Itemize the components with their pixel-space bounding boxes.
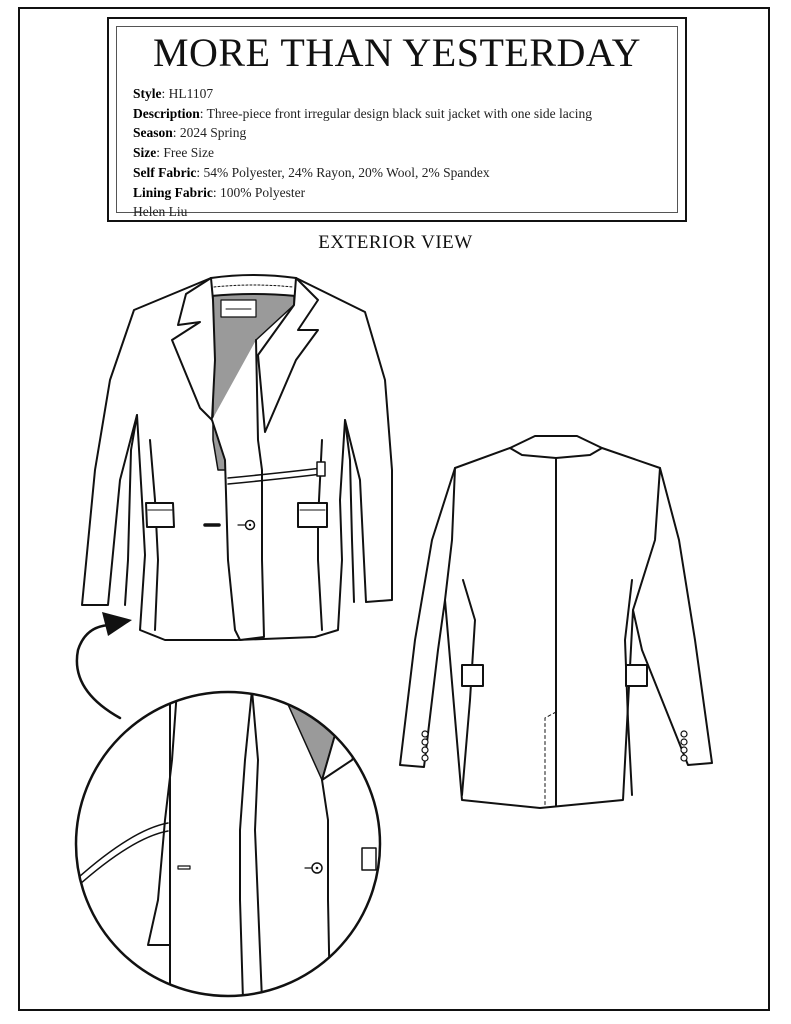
- back-sleeve-inner-left: [444, 467, 456, 601]
- spec-style: Style: HL1107: [133, 86, 214, 101]
- front-sleeve-inner-right: [344, 419, 355, 603]
- spec-self-fabric-label: Self Fabric: [133, 164, 197, 180]
- zoom-arrow-curve: [75, 623, 122, 720]
- spec-description: Description: Three-piece front irregular…: [133, 105, 592, 121]
- front-right-lapel: [257, 277, 319, 433]
- sleeve-button: [680, 754, 688, 762]
- spec-size-value: Free Size: [163, 145, 214, 161]
- front-sleeve-inner-left: [124, 414, 138, 606]
- brand-title: MORE THAN YESTERDAY: [152, 30, 642, 75]
- front-side-seam-left: [149, 439, 159, 631]
- back-vent-stitch: [544, 711, 557, 807]
- spec-lining-fabric: Lining Fabric: 100% Polyester: [133, 184, 306, 200]
- spec-self-fabric: Self Fabric: 54% Polyester, 24% Rayon, 2…: [133, 164, 490, 180]
- back-belt-loop-right: [625, 664, 648, 687]
- front-pocket-left: [145, 502, 175, 528]
- spec-list: Style: HL1107 Description: Three-piece f…: [133, 84, 592, 222]
- spec-header-box: MORE THAN YESTERDAY Style: HL1107 Descri…: [107, 17, 687, 222]
- front-neck-stitch: [213, 284, 294, 288]
- zoom-arrow: [75, 612, 132, 720]
- zoom-lacing-2: [76, 830, 169, 894]
- sleeve-button: [421, 730, 429, 738]
- zoom-button-hole-mark: [315, 866, 319, 870]
- front-pocket-right: [297, 502, 328, 528]
- spec-style-label: Style: [133, 86, 162, 101]
- lacing-loop-side: [316, 461, 326, 477]
- front-left-lapel: [171, 277, 216, 421]
- sleeve-button: [421, 746, 429, 754]
- zoom-lacing: [76, 822, 169, 886]
- back-body-outline: [399, 447, 713, 809]
- zoom-side-seam-left: [147, 692, 178, 946]
- sleeve-button: [680, 746, 688, 754]
- spec-lining-fabric-value: 100% Polyester: [220, 184, 306, 200]
- spec-size: Size: Free Size: [133, 145, 214, 161]
- back-side-seam-left: [461, 579, 476, 796]
- zoom-buttonhole: [177, 865, 191, 870]
- sleeve-button: [680, 738, 688, 746]
- front-overlap-panel: [211, 339, 265, 641]
- waist-lacing-2: [227, 473, 323, 485]
- zoom-arrow-head: [102, 612, 132, 636]
- spec-size-label: Size: [133, 145, 157, 161]
- spec-lining-fabric-label: Lining Fabric: [133, 184, 213, 200]
- front-button-hole-mark: [248, 523, 252, 527]
- zoom-front-edge-overlap: [251, 692, 263, 996]
- back-belt-loop-left: [461, 664, 484, 687]
- spec-self-fabric-value: 54% Polyester, 24% Rayon, 20% Wool, 2% S…: [203, 164, 490, 180]
- sleeve-button: [421, 754, 429, 762]
- waist-lacing: [227, 467, 323, 479]
- front-view-jacket: [81, 274, 393, 641]
- back-collar: [509, 435, 603, 459]
- spec-description-label: Description: [133, 105, 200, 121]
- back-sleeve-inner-right: [632, 467, 661, 611]
- front-neck-band: [210, 274, 297, 297]
- front-side-seam-right: [317, 439, 323, 631]
- spec-header-inner-border: MORE THAN YESTERDAY Style: HL1107 Descri…: [116, 26, 678, 219]
- spec-season-value: 2024 Spring: [179, 125, 247, 141]
- spec-season-label: Season: [133, 125, 173, 141]
- spec-designer: Helen Liu: [133, 204, 188, 220]
- detail-zoom-circle: [74, 690, 382, 998]
- sleeve-button: [680, 730, 688, 738]
- page-frame: [18, 7, 770, 1011]
- zoom-front-edge-right: [321, 779, 331, 996]
- view-title: EXTERIOR VIEW: [318, 232, 473, 253]
- zoom-front-edge-left: [239, 692, 253, 996]
- spec-style-value: HL1107: [168, 86, 214, 101]
- front-body-outline: [81, 277, 393, 641]
- zoom-pocket-edge: [361, 847, 377, 871]
- zoom-circle-border: [74, 690, 382, 998]
- spec-description-value: Three-piece front irregular design black…: [206, 105, 592, 121]
- back-sleeve-buttons-left: [421, 730, 429, 762]
- back-view-jacket: [399, 435, 713, 809]
- back-sleeve-buttons-right: [680, 730, 688, 762]
- spec-season: Season: 2024 Spring: [133, 125, 247, 141]
- sleeve-button: [421, 738, 429, 746]
